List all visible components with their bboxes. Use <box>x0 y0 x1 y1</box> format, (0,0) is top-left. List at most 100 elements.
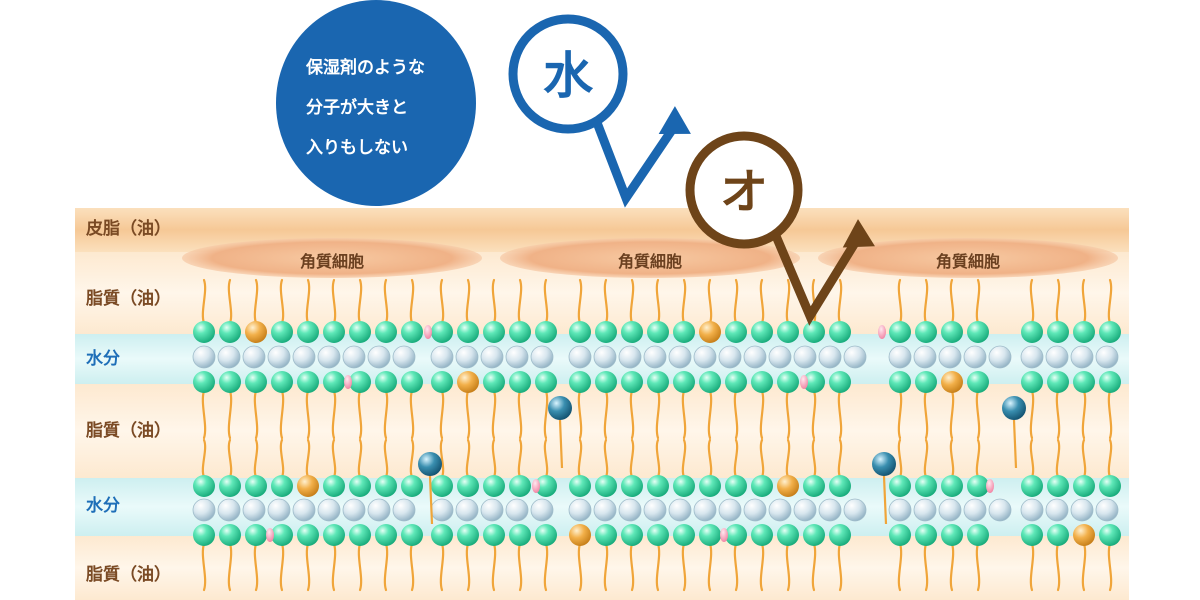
corneocyte-2 <box>500 238 800 278</box>
label-lipid-2: 脂質（油） <box>86 421 171 441</box>
water-molecule <box>1020 498 1044 522</box>
water-molecule <box>843 345 867 369</box>
lipid-head <box>245 524 267 546</box>
lipid-tail <box>201 438 207 479</box>
lipid-head <box>483 475 505 497</box>
lipid-head <box>803 371 825 393</box>
water-molecule <box>292 498 316 522</box>
lipid-tail <box>785 389 791 440</box>
lipid-head <box>1073 475 1095 497</box>
lipid-tail <box>837 389 843 440</box>
lipid-head <box>509 321 531 343</box>
small-molecule <box>266 528 274 542</box>
corneocyte-label-3: 角質細胞 <box>935 252 1001 271</box>
ceramide-head <box>548 396 572 420</box>
water-molecule <box>793 498 817 522</box>
lipid-head <box>535 524 557 546</box>
lipid-tail <box>1029 389 1035 440</box>
lipid-head <box>647 371 669 393</box>
water-molecule <box>1070 498 1094 522</box>
water-molecule <box>818 345 842 369</box>
lipid-head <box>829 524 851 546</box>
bubble-line-2: 分子が大きと <box>306 98 408 118</box>
water-molecule <box>367 345 391 369</box>
lipid-tail <box>517 278 523 325</box>
lipid-head <box>1047 321 1069 343</box>
lipid-tail <box>491 278 497 325</box>
lipid-head <box>699 371 721 393</box>
lipid-tail <box>733 389 739 440</box>
lipid-tail <box>543 389 549 440</box>
lipid-head <box>323 371 345 393</box>
lipid-head <box>349 475 371 497</box>
lipid-tail <box>707 389 713 440</box>
lipid-tail <box>543 438 549 479</box>
corneocyte-label-1: 角質細胞 <box>299 252 365 271</box>
lipid-tail <box>897 389 903 440</box>
lipid-tail <box>331 438 337 479</box>
oil-char: オ <box>719 164 769 220</box>
oil-molecule-ring <box>685 131 803 249</box>
lipid-tail <box>975 389 981 440</box>
water-molecule <box>668 345 692 369</box>
lipid-head <box>431 475 453 497</box>
lipid-head <box>509 371 531 393</box>
lipid-tail <box>759 438 765 479</box>
water-molecule <box>963 498 987 522</box>
lipid-head <box>375 371 397 393</box>
water-molecule <box>768 345 792 369</box>
small-molecule <box>800 375 808 389</box>
lipid-tail <box>491 389 497 440</box>
lipid-head <box>915 475 937 497</box>
water-molecule <box>192 345 216 369</box>
water-molecule <box>693 498 717 522</box>
lipid-head <box>889 321 911 343</box>
lipid-tail <box>439 389 445 440</box>
lipid-tail <box>759 542 765 592</box>
water-arrow-head <box>658 106 691 135</box>
lipid-head <box>751 475 773 497</box>
ceramide-head <box>1002 396 1026 420</box>
lipid-tail <box>465 438 471 479</box>
lipid-tail <box>357 389 363 440</box>
lipid-head <box>401 524 423 546</box>
lipid-tail <box>603 278 609 325</box>
lipid-head <box>941 321 963 343</box>
water-molecule <box>888 498 912 522</box>
lipid-tail <box>279 438 285 479</box>
lipid-tail <box>357 278 363 325</box>
lipid-tail <box>785 438 791 479</box>
lipid-head <box>829 371 851 393</box>
lipid-head <box>1099 475 1121 497</box>
lipid-head <box>535 371 557 393</box>
water-char: 水 <box>543 46 593 105</box>
info-bubble <box>276 0 476 206</box>
lipid-tail <box>227 542 233 592</box>
info-bubble-text: 保湿剤のような 分子が大きと 入りもしない <box>306 48 476 168</box>
lipid-tail <box>949 438 955 479</box>
lipid-head <box>595 475 617 497</box>
lipid-tail <box>383 278 389 325</box>
lipid-head <box>431 321 453 343</box>
lipid-head <box>777 321 799 343</box>
lipid-head <box>829 321 851 343</box>
lipid-head <box>375 524 397 546</box>
water-molecule <box>505 345 529 369</box>
lipid-head <box>967 524 989 546</box>
water-molecule <box>192 498 216 522</box>
lipid-head <box>725 321 747 343</box>
lipid-head <box>889 524 911 546</box>
lipid-head <box>483 321 505 343</box>
lipid-tail <box>543 542 549 592</box>
lipid-head <box>673 475 695 497</box>
lipid-tail <box>681 542 687 592</box>
water-molecule <box>818 498 842 522</box>
lipid-tail <box>577 389 583 440</box>
lipid-tail <box>975 438 981 479</box>
water-molecule <box>317 498 341 522</box>
water-molecule <box>888 345 912 369</box>
lipid-tail <box>707 438 713 479</box>
lipid-tail <box>331 542 337 592</box>
lipid-tail <box>655 542 661 592</box>
ceramide-tail <box>1012 419 1018 469</box>
